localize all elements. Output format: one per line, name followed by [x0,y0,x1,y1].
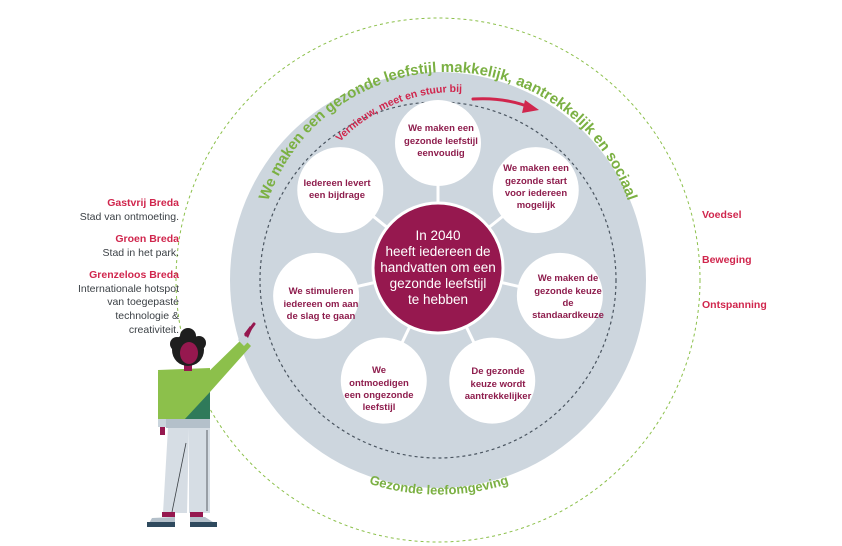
inner-dashed-ring [259,101,617,459]
center-goal-text: In 2040 heeft iedereen de handvatten om … [378,222,498,314]
node-label-aantrekkelijker: De gezonde keuze wordt aantrekkelijker [464,366,532,403]
person-pointing-illustration [147,322,256,527]
inner-ring-gap [341,80,542,121]
left-item-text: Stad in het park. [102,246,179,259]
left-item-text: Internationale hotspot van toegepaste te… [78,282,179,336]
center-line: In 2040 [415,227,461,243]
node-circle [492,147,579,234]
center-line: heeft iedereen de [385,243,491,259]
node-label-standaardkeuze: We maken de gezonde keuze de standaardke… [532,273,604,322]
node-circle [340,337,427,424]
node-label-bijdrage: Iedereen levert een bijdrage [303,177,371,201]
node-label-eenvoudig: We maken een gezonde leefstijl eenvoudig [404,123,478,160]
left-item-groen: Groen Breda Stad in het park. [39,233,179,260]
node-circle [395,100,481,186]
center-line: te hebben [407,292,469,308]
left-item-grenzeloos: Grenzeloos Breda Internationale hotspot … [69,269,179,337]
node-circle [516,252,603,339]
right-item-voedsel: Voedsel [702,209,742,221]
left-item-text: Stad van ontmoeting. [79,210,179,223]
arrow-icon [471,97,539,113]
right-item-beweging: Beweging [702,254,752,266]
left-item-title: Gastvrij Breda [107,197,179,209]
outer-dashed-ring [175,17,701,543]
center-circle [371,201,505,335]
left-item-gastvrij: Gastvrij Breda Stad van ontmoeting. [39,197,179,224]
node-circle [297,147,384,234]
right-item-ontspanning: Ontspanning [702,299,767,311]
node-circle [273,252,360,339]
node-circle [449,337,536,424]
node-label-gezonde-start: We maken een gezonde start voor iedereen… [503,163,569,212]
node-label-ontmoedigen: We ontmoedigen een ongezonde leefstijl [344,365,414,414]
left-item-title: Groen Breda [115,233,179,245]
center-line: gezonde leefstijl [389,276,487,292]
node-label-stimuleren: We stimuleren iedereen om aan de slag te… [283,286,359,323]
center-line: handvatten om een [380,259,496,275]
left-item-title: Grenzeloos Breda [89,269,179,281]
